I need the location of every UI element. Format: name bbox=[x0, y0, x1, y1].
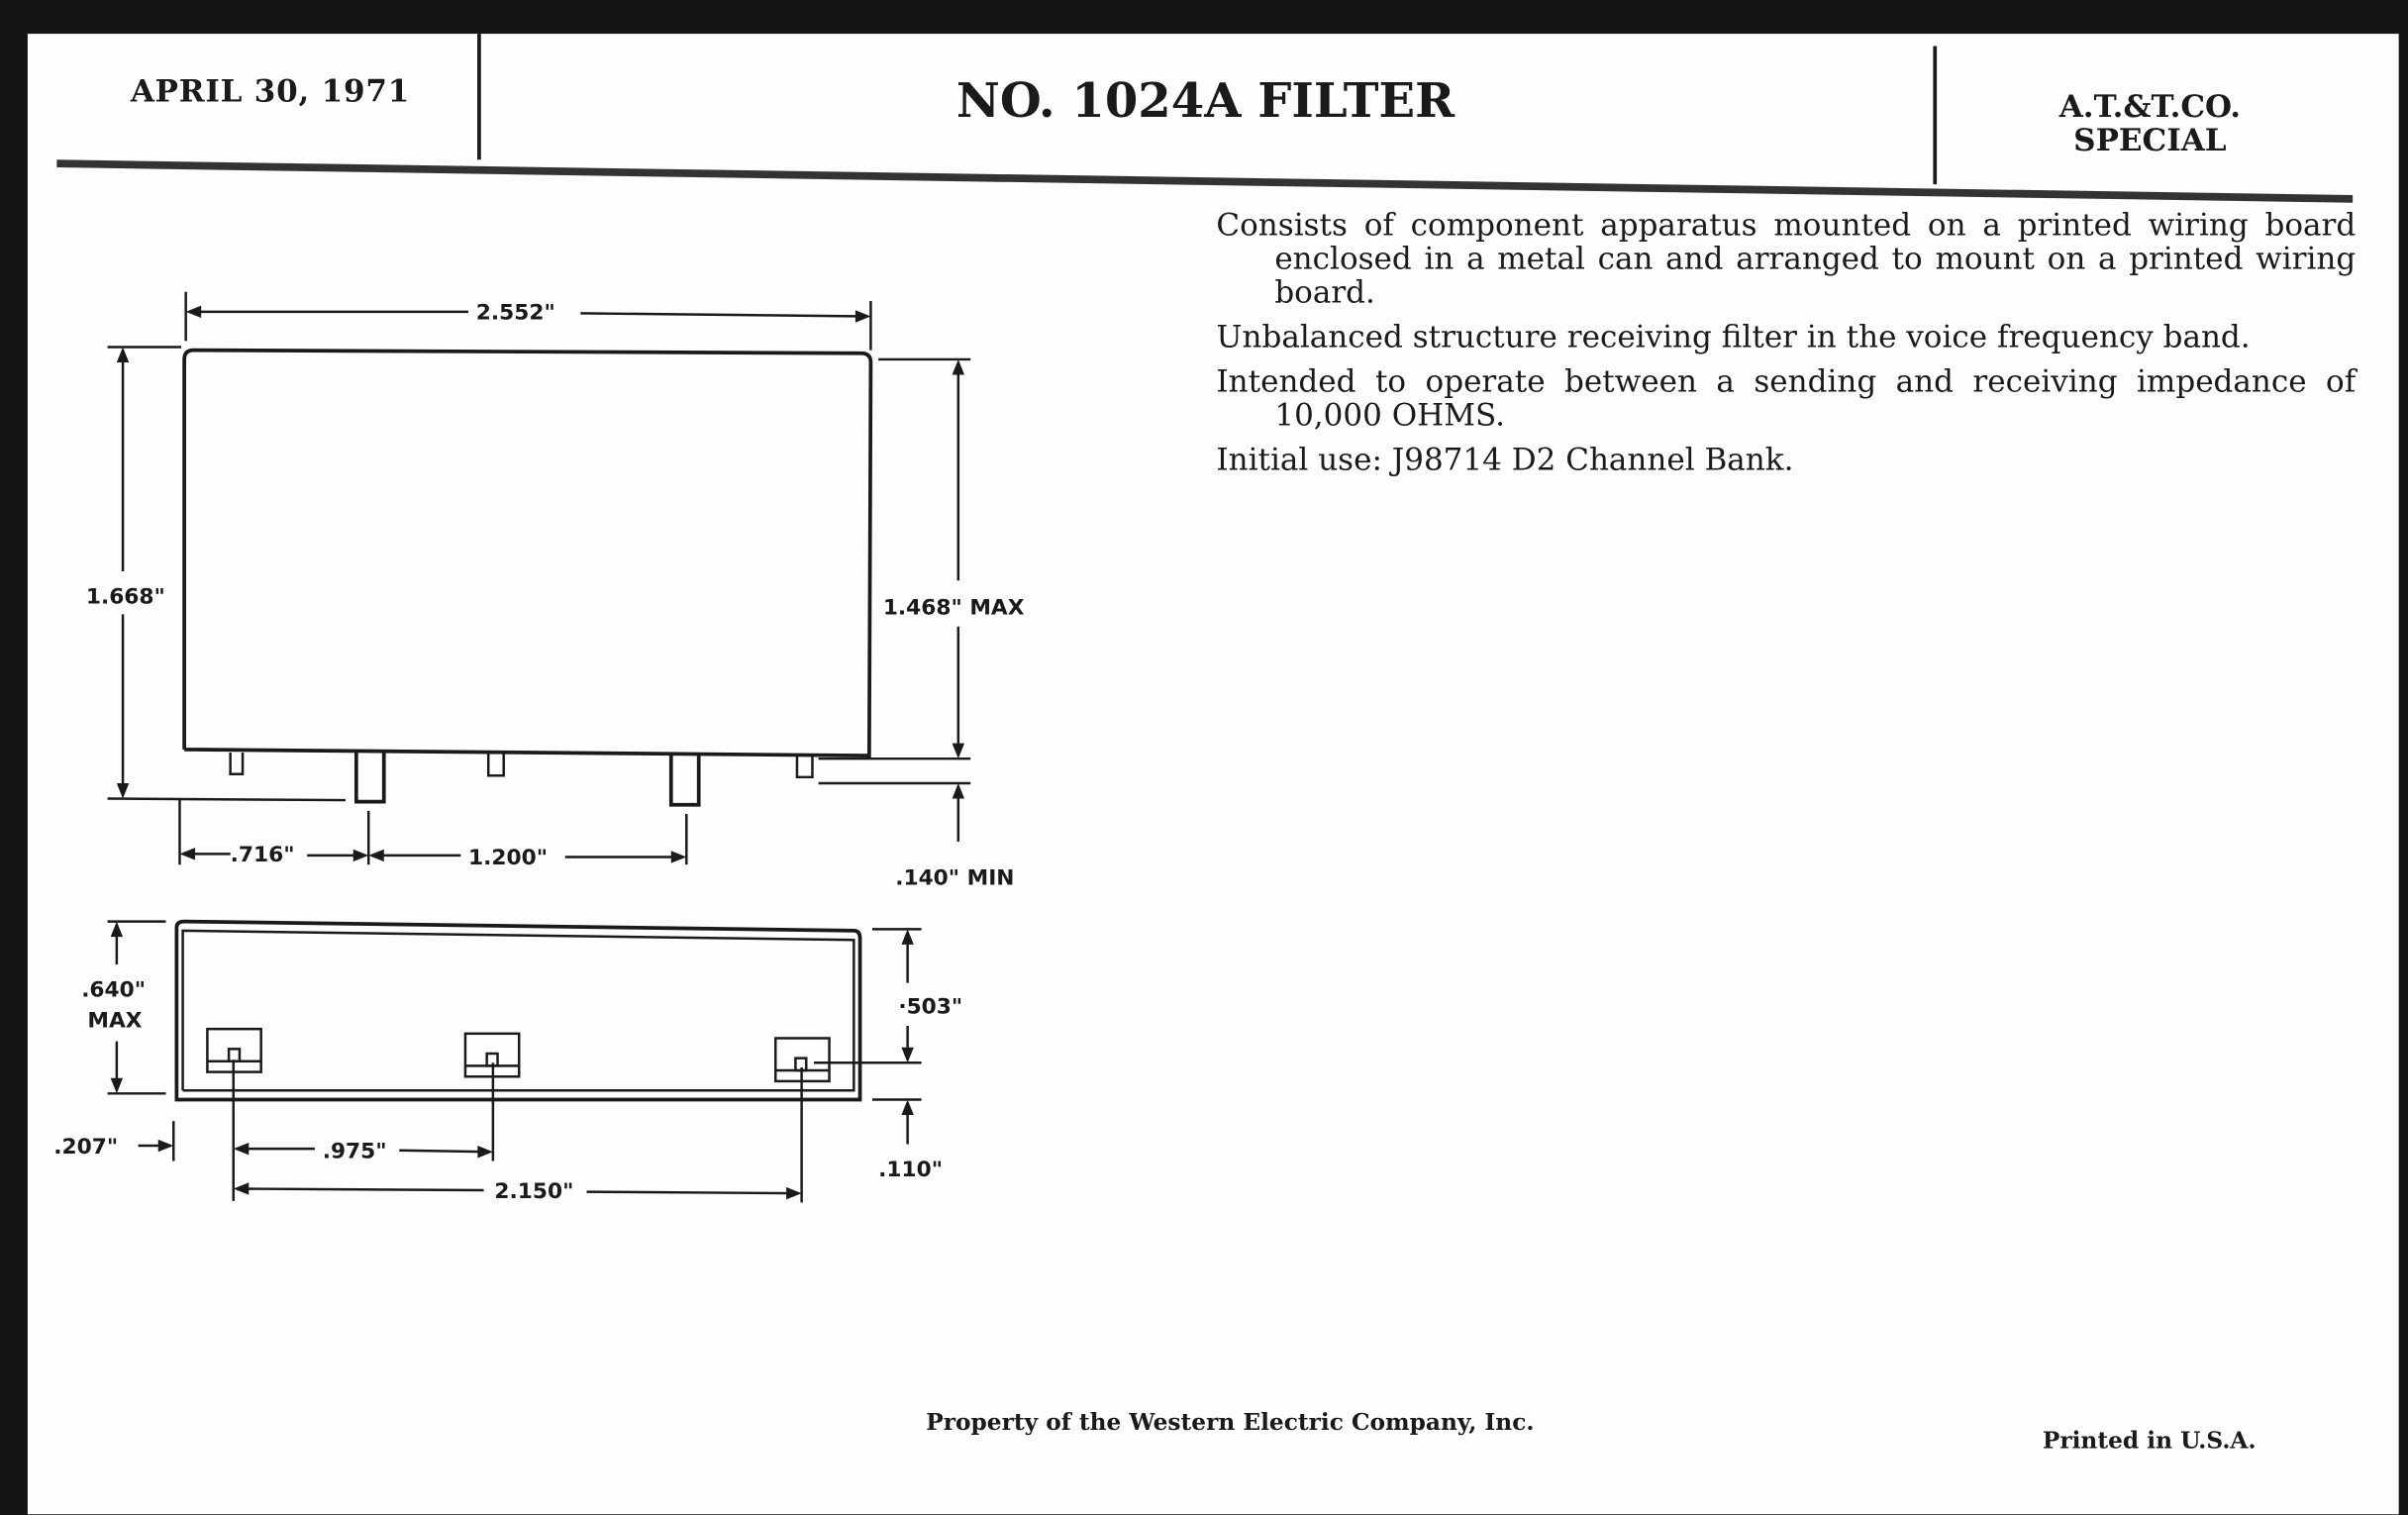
dim-standoff-min: .140" MIN bbox=[895, 865, 1014, 890]
top-view-pins bbox=[229, 751, 814, 807]
property-notice: Property of the Western Electric Company… bbox=[926, 1408, 1535, 1437]
dim-height-overall: 1.668" bbox=[86, 585, 165, 610]
company-name: A.T.&T.CO. bbox=[2058, 87, 2242, 125]
top-view-outline bbox=[182, 348, 873, 758]
special-label: SPECIAL bbox=[2073, 121, 2227, 158]
description: Consists of component apparatus mounted … bbox=[1216, 207, 2356, 486]
dim-pad-offset: .110" bbox=[878, 1158, 943, 1182]
bottom-view-pads bbox=[206, 1027, 831, 1083]
spec-card bbox=[27, 34, 2399, 1515]
description-impedance: Intended to operate between a sending an… bbox=[1216, 362, 2357, 434]
dim-depth-max: .640" bbox=[81, 978, 146, 1003]
description-initial-use: Initial use: J98714 D2 Channel Bank. bbox=[1216, 441, 1794, 478]
dim-height-max: 1.468" MAX bbox=[883, 595, 1025, 620]
dim-pad-span: 2.150" bbox=[494, 1179, 573, 1204]
page-title: NO. 1024A FILTER bbox=[955, 73, 1455, 130]
dim-length: 2.552" bbox=[476, 301, 555, 326]
issue-date: APRIL 30, 1971 bbox=[130, 71, 411, 110]
dim-pin-spacing: 1.200" bbox=[468, 846, 548, 870]
description-construction: Consists of component apparatus mounted … bbox=[1216, 205, 2357, 311]
bottom-view-outline bbox=[174, 919, 862, 1102]
printed-notice: Printed in U.S.A. bbox=[2042, 1426, 2257, 1455]
dim-depth-max-label: MAX bbox=[87, 1009, 142, 1034]
dim-pin-offset: .716" bbox=[231, 843, 295, 867]
dim-pad-spacing: .975" bbox=[323, 1139, 387, 1163]
company-designation: A.T.&T.CO. SPECIAL bbox=[1996, 89, 2303, 156]
description-structure: Unbalanced structure receiving filter in… bbox=[1216, 318, 2251, 355]
dim-pad-height: ·503" bbox=[898, 995, 962, 1020]
header-rule bbox=[56, 159, 2354, 203]
dim-edge-offset: .207" bbox=[53, 1135, 118, 1160]
